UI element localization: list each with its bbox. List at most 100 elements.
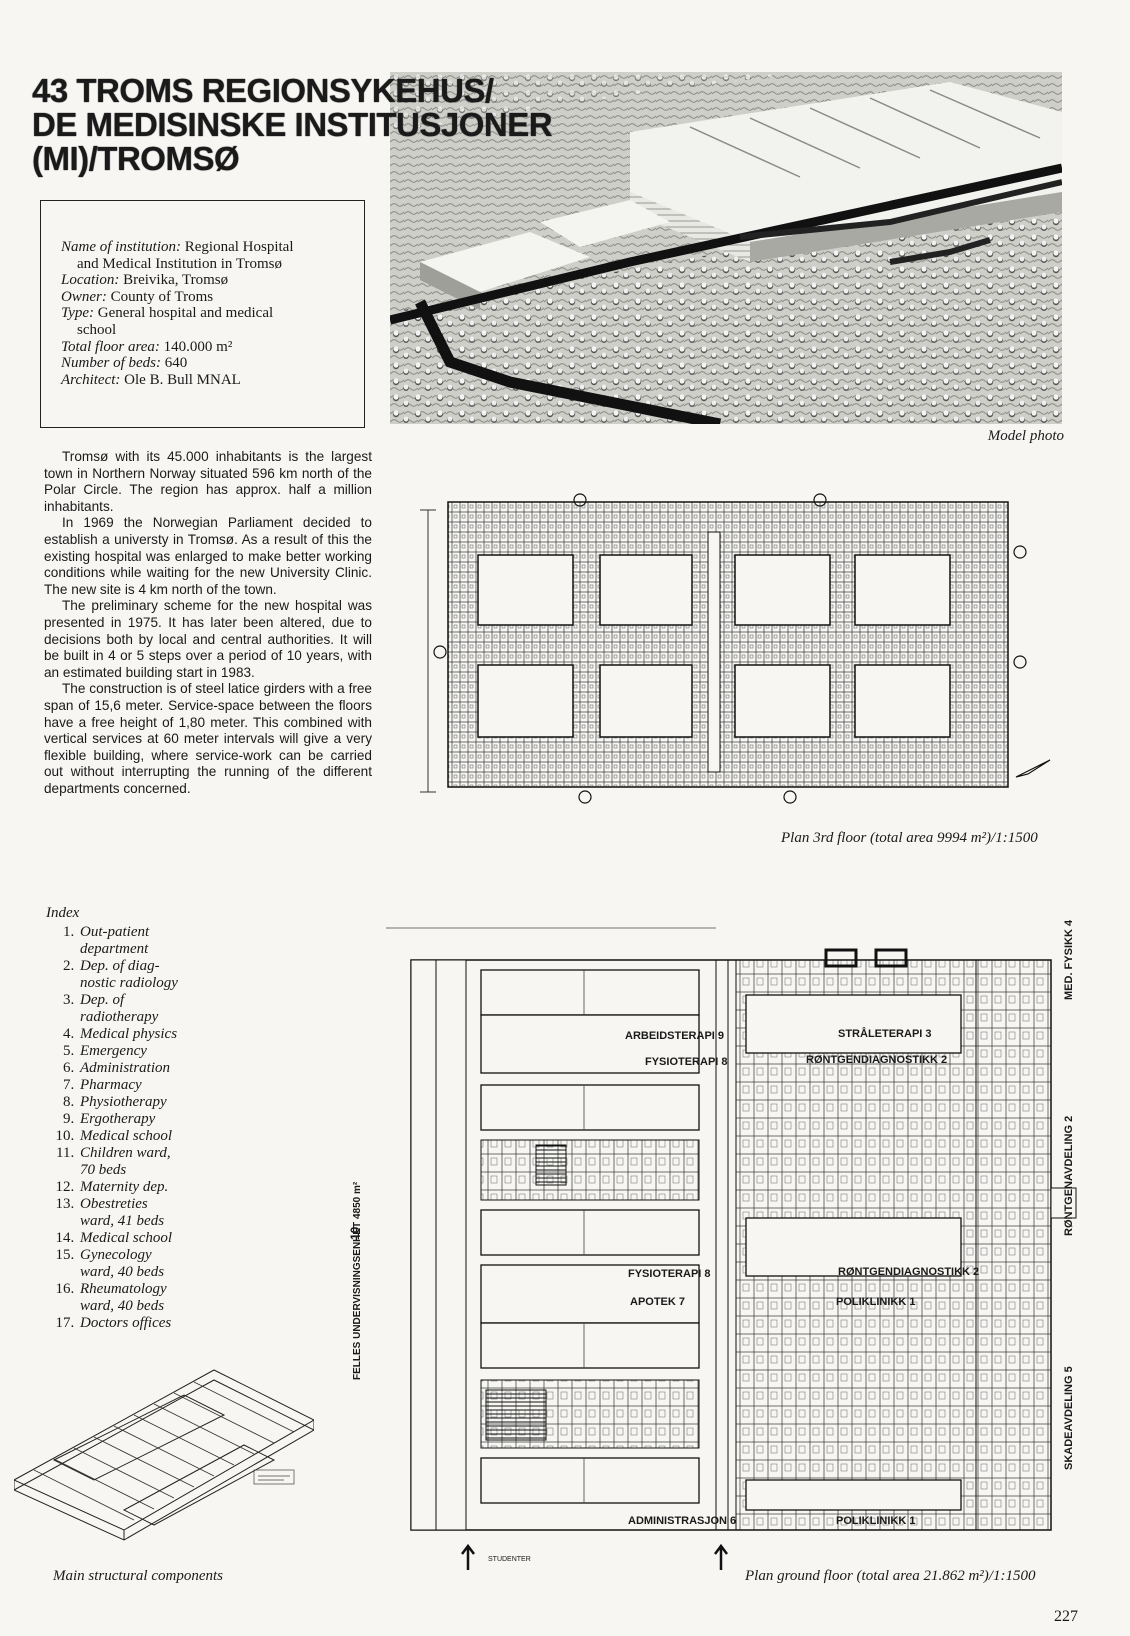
body-paragraph-4: The construction is of steel latice gird…	[44, 681, 372, 796]
info-value: County of Troms	[110, 288, 214, 305]
title-line-1: 43 TROMS REGIONSYKEHUS/	[32, 72, 494, 109]
index-item: Physiotherapy	[78, 1094, 246, 1111]
index-item-text: Rheumatology	[80, 1281, 167, 1297]
body-paragraph-2: In 1969 the Norwegian Parliament decided…	[44, 515, 372, 597]
info-value: Ole B. Bull MNAL	[124, 371, 241, 388]
info-label: Type:	[61, 305, 95, 322]
index-item-text: Ergotherapy	[80, 1111, 156, 1127]
index-item-text: Emergency	[80, 1043, 147, 1059]
structural-components-drawing	[12, 1340, 316, 1560]
plan-label-fysioterapi-top: FYSIOTERAPI 8	[645, 1056, 728, 1068]
structural-caption: Main structural components	[53, 1568, 223, 1584]
plan-label-fysioterapi-mid: FYSIOTERAPI 8	[628, 1268, 711, 1280]
info-label: Number of beds:	[61, 355, 161, 372]
info-value: General hospital and medical	[97, 305, 274, 322]
info-value-continued: and Medical Institution in Tromsø	[77, 255, 283, 272]
index-item-text-continued: nostic radiology	[80, 975, 178, 991]
info-value: Regional Hospital	[184, 239, 294, 255]
plan-label-rontgenavdeling: RØNTGENAVDELING 2	[1063, 1115, 1075, 1236]
page-number: 227	[1054, 1608, 1078, 1625]
page-title: 43 TROMS REGIONSYKEHUS/ DE MEDISINSKE IN…	[32, 74, 592, 176]
index-item-text: Administration	[80, 1060, 171, 1076]
index-item: Medical school	[78, 1230, 246, 1247]
plan-label-felles: FELLES UNDERVISNINGSENHET 4850 m²	[352, 1181, 363, 1380]
plan-3rd-floor-caption: Plan 3rd floor (total area 9994 m²)/1:15…	[781, 830, 1038, 846]
info-value: 140.000 m²	[163, 338, 233, 355]
plan-label-med-fysikk: MED. FYSIKK 4	[1063, 919, 1075, 1000]
index-item-text-continued: radiotherapy	[80, 1009, 159, 1025]
plan-label-poliklinikk-mid: POLIKLINIKK 1	[836, 1296, 916, 1308]
model-photo-caption: Model photo	[987, 428, 1064, 444]
plan-label-apotek: APOTEK 7	[630, 1296, 686, 1308]
index-item-text: Medical school	[80, 1128, 173, 1144]
plan-label-studenter: STUDENTER	[488, 1556, 531, 1563]
index-list: Out-patientdepartmentDep. of diag-nostic…	[46, 924, 246, 1332]
index: Index Out-patientdepartmentDep. of diag-…	[46, 905, 246, 1332]
index-item: Administration	[78, 1060, 246, 1077]
index-item-text: Dep. of diag-	[80, 958, 160, 974]
index-item: Dep. of diag-nostic radiology	[78, 958, 246, 992]
plan-label-skadeavdeling: SKADEAVDELING 5	[1063, 1366, 1075, 1470]
index-heading: Index	[46, 905, 80, 921]
index-item-text-continued: 70 beds	[80, 1162, 127, 1178]
index-item-text: Physiotherapy	[80, 1094, 167, 1110]
info-row: Type: General hospital and medical	[61, 305, 354, 322]
index-item-text-continued: ward, 40 beds	[80, 1298, 165, 1314]
info-row: Name of institution: Regional Hospital	[61, 239, 354, 256]
index-item-text: Maternity dep.	[80, 1179, 169, 1195]
title-line-2: DE MEDISINSKE INSTITUSJONER	[32, 106, 553, 143]
info-row: Architect: Ole B. Bull MNAL	[61, 372, 354, 389]
plan-label-arbeidsterapi: ARBEIDSTERAPI 9	[625, 1030, 725, 1042]
model-photo	[390, 72, 1062, 424]
index-item-text: Pharmacy	[80, 1077, 142, 1093]
structural-axonometric	[12, 1369, 316, 1541]
plan-label-poliklinikk-bottom: POLIKLINIKK 1	[836, 1515, 916, 1527]
index-item: Pharmacy	[78, 1077, 246, 1094]
index-item-text: Doctors offices	[80, 1315, 172, 1331]
index-item-text-continued: department	[80, 941, 149, 957]
plan-3rd-floor-drawing	[420, 492, 1056, 814]
index-item-text-continued: ward, 40 beds	[80, 1264, 165, 1280]
index-item: Medical physics	[78, 1026, 246, 1043]
plan-label-ten: 10	[348, 1226, 362, 1240]
index-item: Ergotherapy	[78, 1111, 246, 1128]
model-photo-drawing	[390, 72, 1062, 424]
index-item-text-continued: ward, 41 beds	[80, 1213, 165, 1229]
index-item-text: Medical school	[80, 1230, 173, 1246]
plan-ground-floor-drawing	[376, 920, 1130, 1590]
title-line-3: (MI)/TROMSØ	[32, 140, 240, 177]
index-item: Medical school	[78, 1128, 246, 1145]
info-row: Number of beds: 640	[61, 355, 354, 372]
index-item-text: Gynecology	[80, 1247, 152, 1263]
body-text: Tromsø with its 45.000 inhabitants is th…	[44, 449, 372, 797]
plan-ground-floor-caption: Plan ground floor (total area 21.862 m²)…	[745, 1568, 1036, 1584]
info-label: Name of institution:	[61, 239, 181, 255]
info-value-continued: school	[77, 321, 117, 338]
body-paragraph-3: The preliminary scheme for the new hospi…	[44, 598, 372, 680]
plan-label-straleterapi: STRÅLETERAPI 3	[838, 1028, 932, 1040]
info-label: Architect:	[61, 371, 121, 388]
index-item-text: Children ward,	[80, 1145, 171, 1161]
index-item: Children ward,70 beds	[78, 1145, 246, 1179]
index-item: Emergency	[78, 1043, 246, 1060]
plan-ground-floor	[376, 920, 1130, 1590]
index-item-text: Out-patient	[80, 924, 150, 940]
info-row: Total floor area: 140.000 m²	[61, 339, 354, 356]
plan-3rd-floor	[420, 492, 1056, 814]
index-item-text: Dep. of	[80, 992, 125, 1008]
index-item: Maternity dep.	[78, 1179, 246, 1196]
index-item: Doctors offices	[78, 1315, 246, 1332]
info-label: Location:	[61, 272, 120, 289]
info-value: 640	[164, 355, 188, 372]
index-item-text: Medical physics	[80, 1026, 178, 1042]
info-row: Owner: County of Troms	[61, 289, 354, 306]
index-item-text: Obestreties	[80, 1196, 148, 1212]
info-row: Location: Breivika, Tromsø	[61, 272, 354, 289]
info-label: Total floor area:	[61, 338, 160, 355]
info-label: Owner:	[61, 288, 107, 305]
